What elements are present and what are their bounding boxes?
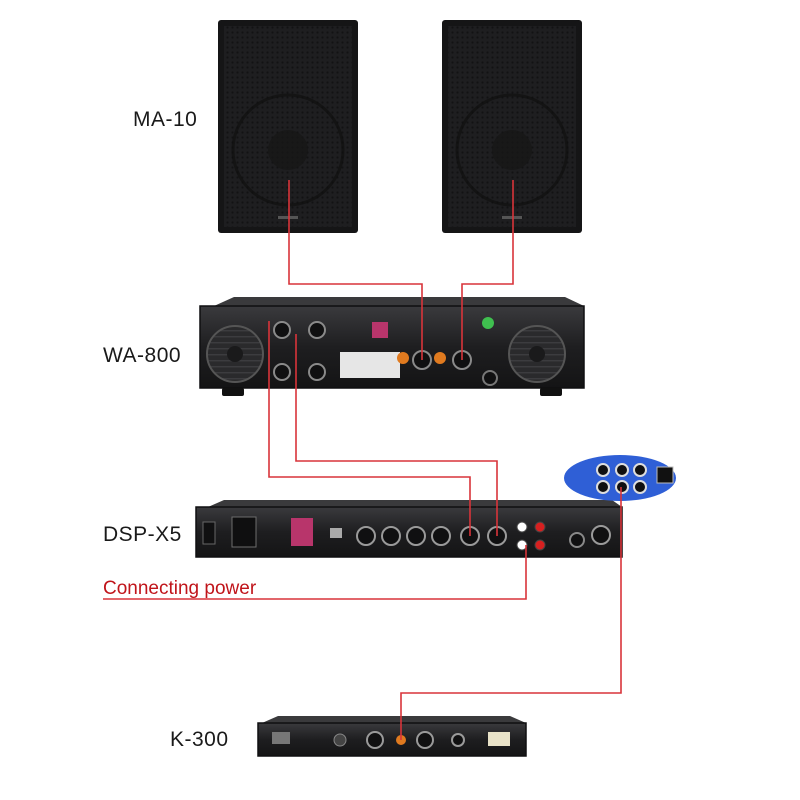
wire-left-speaker [288,180,423,360]
speaker-left [218,20,358,233]
connecting-power-label: Connecting power [103,578,257,599]
amplifier-unit [199,297,585,396]
speaker-label: MA-10 [133,108,198,131]
mixer-unit [257,716,527,757]
amplifier-label: WA-800 [103,344,182,367]
wire-connecting-power [103,545,527,600]
wire-dsp-to-mixer [400,487,622,740]
wire-right-speaker [461,180,514,360]
speaker-right [442,20,582,233]
wire-amp-in-1 [268,321,471,536]
processor-unit [195,500,623,558]
mixer-label: K-300 [170,728,229,751]
wire-amp-in-2 [295,334,498,536]
wiring [103,180,622,740]
processor-label: DSP-X5 [103,523,182,546]
input-callout-bubble [564,455,676,501]
